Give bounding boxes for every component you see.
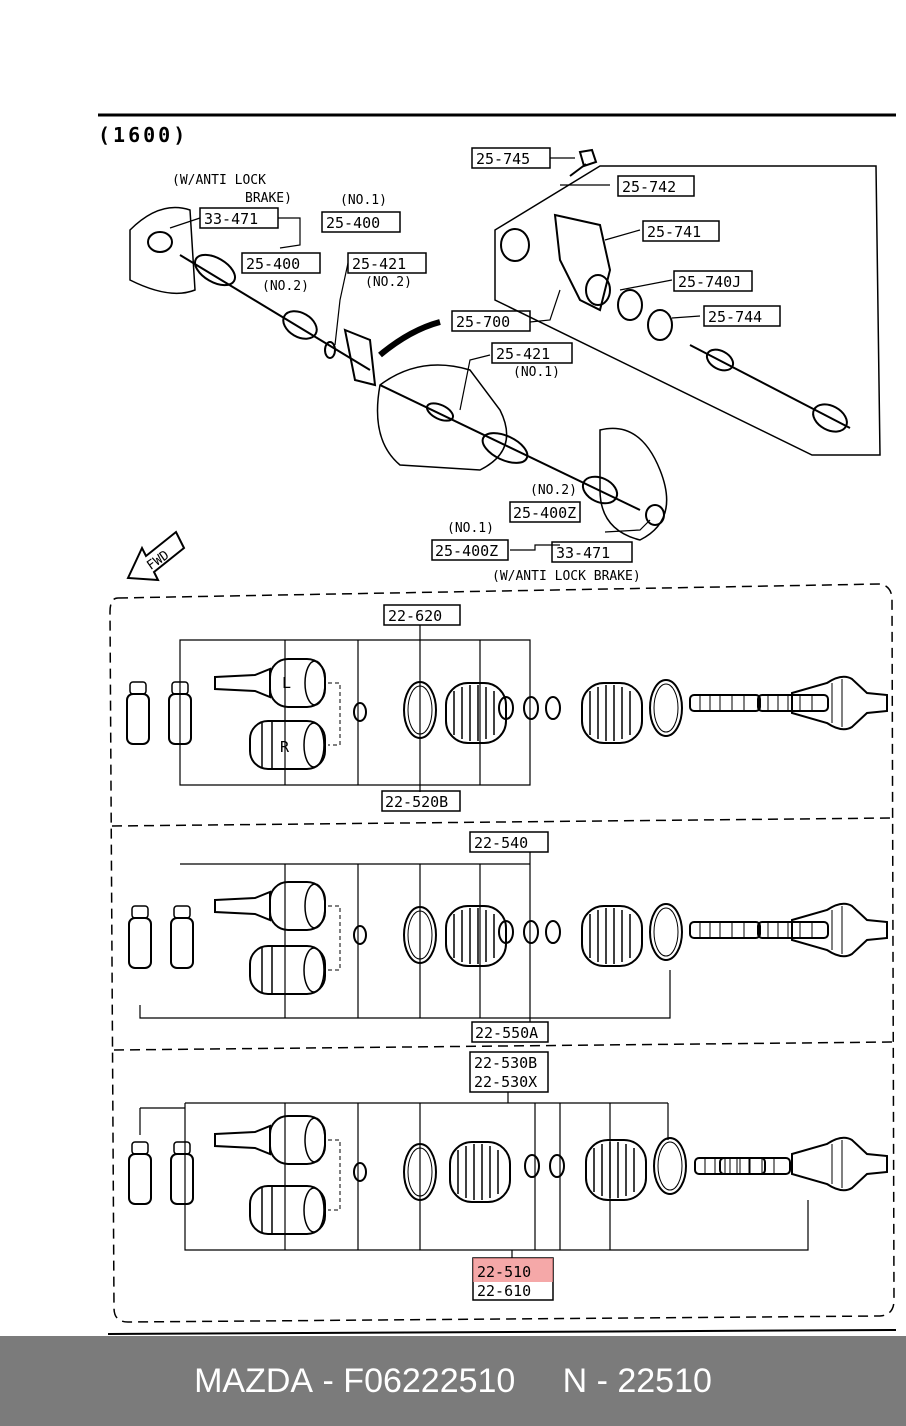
abs-note-top-2: BRAKE) — [245, 191, 292, 206]
label-22-540: 22-540 — [474, 834, 528, 852]
note-no2-421: (NO.2) — [365, 275, 412, 290]
note-no1-right: (NO.1) — [447, 521, 494, 536]
fwd-arrow-icon: FWD — [126, 530, 186, 582]
note-no1-421: (NO.1) — [513, 365, 560, 380]
label-25-400Z-no2: 25-400Z — [513, 504, 576, 522]
abs-note-top-1: (W/ANTI LOCK — [172, 173, 266, 188]
label-22-610: 22-610 — [477, 1282, 531, 1300]
svg-text:L: L — [282, 674, 291, 692]
label-33-471-bottom: 33-471 — [556, 544, 610, 562]
label-25-400-no2: 25-400 — [246, 255, 300, 273]
highlight-22-510 — [473, 1258, 553, 1282]
footer-brand: MAZDA — [194, 1361, 314, 1400]
label-25-744: 25-744 — [708, 308, 762, 326]
label-25-741: 25-741 — [647, 223, 701, 241]
note-no2-right: (NO.2) — [530, 483, 577, 498]
label-25-400-no1: 25-400 — [326, 214, 380, 232]
svg-text:R: R — [280, 738, 290, 756]
label-25-745: 25-745 — [476, 150, 530, 168]
label-25-400Z-no1: 25-400Z — [435, 542, 498, 560]
fwd-label: FWD — [144, 548, 172, 574]
footer-part-number: F06222510 — [343, 1361, 516, 1400]
footer-separator: - — [313, 1361, 344, 1400]
label-22-550A: 22-550A — [475, 1024, 538, 1042]
footer-bar: MAZDA - F06222510 N - 22510 — [0, 1336, 906, 1426]
footer-n-number: N - 22510 — [562, 1361, 712, 1400]
label-33-471-top: 33-471 — [204, 210, 258, 228]
label-22-620: 22-620 — [388, 607, 442, 625]
abs-note-bottom: (W/ANTI LOCK BRAKE) — [492, 569, 641, 584]
label-25-700: 25-700 — [456, 313, 510, 331]
section-title: (1600) — [98, 123, 188, 147]
label-25-421-no1: 25-421 — [496, 345, 550, 363]
note-no1-top: (NO.1) — [340, 193, 387, 208]
note-no2-left: (NO.2) — [262, 279, 309, 294]
label-25-742: 25-742 — [622, 178, 676, 196]
label-25-740J: 25-740J — [678, 273, 741, 291]
label-22-530X: 22-530X — [474, 1073, 537, 1091]
parts-diagram: (1600) (W/ANTI LOCK BRAKE) 25-745 25-742… — [98, 113, 897, 1335]
label-22-520B: 22-520B — [385, 793, 448, 811]
label-22-510: 22-510 — [477, 1263, 531, 1281]
label-25-421-no2: 25-421 — [352, 255, 406, 273]
label-22-530B: 22-530B — [474, 1054, 537, 1072]
